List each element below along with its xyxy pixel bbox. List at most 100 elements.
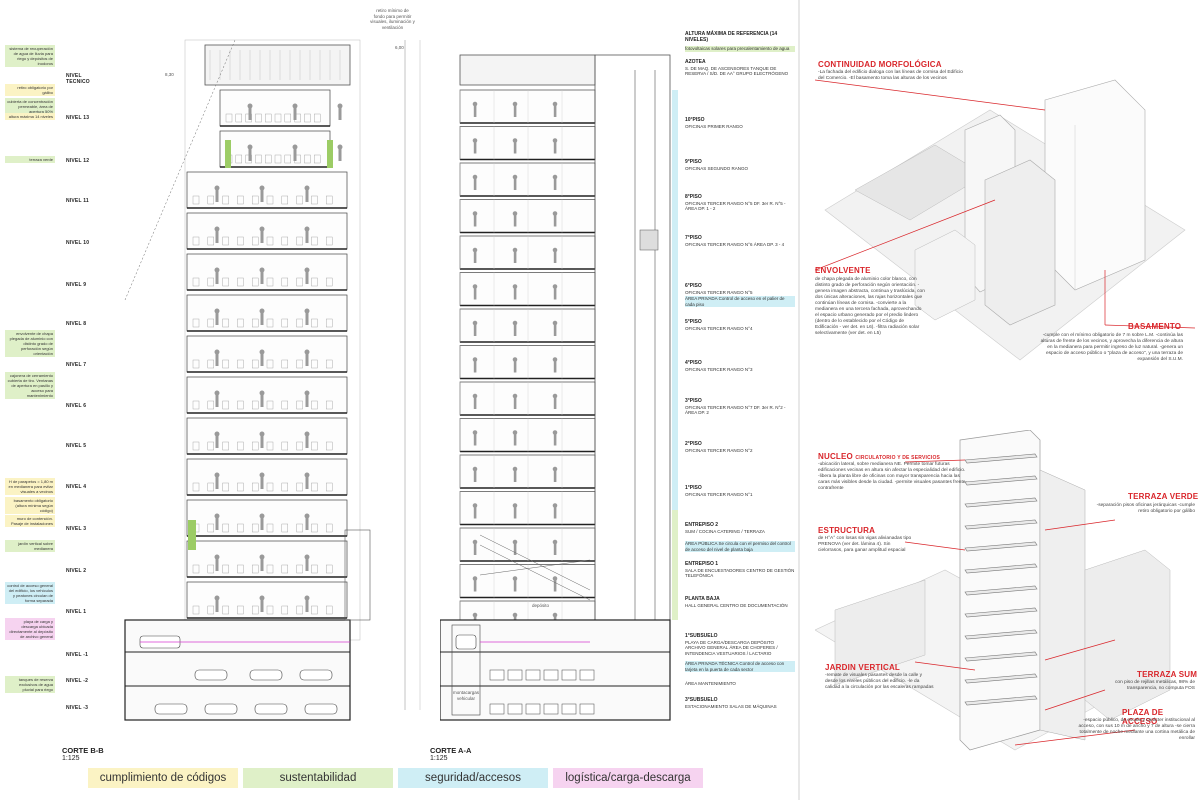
aa-public-band bbox=[672, 510, 678, 620]
bb-floor bbox=[186, 540, 348, 578]
legend-item: logística/carga-descarga bbox=[553, 768, 703, 788]
aa-level-head: ENTREPISO 1 bbox=[685, 561, 719, 567]
aa-elevator-cab bbox=[639, 229, 659, 251]
axo-floor-plate bbox=[964, 651, 1038, 662]
aa-floor bbox=[459, 454, 596, 489]
aa-floor bbox=[459, 235, 596, 270]
level-label: NIVEL 7 bbox=[66, 362, 87, 368]
bb-floor bbox=[219, 89, 343, 127]
level-label: NIVEL 4 bbox=[66, 484, 87, 490]
aa-level-sub: ÁREA PÚBLICA Se circula con el permiso d… bbox=[685, 541, 791, 552]
left-note: basamento obligatorio (altura mínima seg… bbox=[5, 497, 55, 514]
level-label: NIVEL 3 bbox=[66, 526, 87, 532]
bb-floor bbox=[186, 335, 348, 373]
section-aa-floors bbox=[459, 89, 596, 635]
axo-floor-plate bbox=[964, 453, 1038, 464]
section-bb-drawing bbox=[124, 39, 371, 721]
continuidad-text: -La fachada del edificio dialoga con las… bbox=[818, 70, 963, 81]
technical-level-block bbox=[204, 44, 351, 86]
aa-level-head: ENTREPISO 2 bbox=[685, 522, 719, 528]
aa-lift-label: montacargas vehicular bbox=[452, 690, 479, 701]
section-bb-dim-side: 8,30 bbox=[165, 72, 174, 77]
technical-hatch bbox=[209, 50, 341, 80]
aa-level-sub: OFICINAS TERCER RANGO N°6 ÁREA DP. 3 - 4 bbox=[685, 241, 785, 247]
aa-level-head: 1°SUBSUELO bbox=[685, 633, 718, 639]
bb-floor bbox=[186, 499, 348, 537]
aa-level-sub: HALL GENERAL CENTRO DE DOCUMENTACIÓN bbox=[685, 602, 788, 608]
left-note: playa de carga y descarga ubicada direct… bbox=[5, 618, 55, 640]
green-wall-top-left bbox=[225, 140, 231, 168]
bb-floor bbox=[186, 417, 348, 455]
aa-stair-ramp bbox=[479, 534, 591, 601]
envolvente-title: ENVOLVENTE bbox=[815, 266, 871, 275]
level-label: NIVEL TECNICO bbox=[66, 73, 90, 85]
legend-item: seguridad/accesos bbox=[398, 768, 548, 788]
estructura-title: ESTRUCTURA bbox=[818, 526, 876, 535]
envolvente-text: de chapa plegada de aluminio color blanc… bbox=[815, 277, 925, 336]
axo-floor-plate bbox=[964, 629, 1038, 640]
aa-level-head: 5°PISO bbox=[685, 319, 702, 325]
aa-floor bbox=[459, 89, 596, 124]
continuidad-title: CONTINUIDAD MORFOLÓGICA bbox=[818, 60, 942, 69]
aa-level-sub: ÁREA PRIVADA TÉCNICA Control de acceso c… bbox=[685, 661, 785, 672]
level-label: NIVEL 5 bbox=[66, 443, 87, 449]
aa-level-sub: OFICINAS TERCER RANGO N°1 bbox=[685, 491, 753, 497]
aa-floor bbox=[459, 418, 596, 453]
aa-level-label: ALTURA MÁXIMA DE REFERENCIA (14 NIVELES) bbox=[685, 31, 795, 43]
level-label: NIVEL -1 bbox=[66, 652, 89, 658]
nucleo-title: NUCLEO CIRCULATORIO Y DE SERVICIOS bbox=[818, 452, 941, 461]
bb-floor bbox=[186, 212, 348, 250]
green-wall-low bbox=[188, 520, 196, 550]
nucleo-text: -ubicación lateral, sobre medianera NE. … bbox=[818, 462, 968, 491]
aa-level-label: ÁREA PÚBLICA Se circula con el permiso d… bbox=[685, 541, 795, 552]
aa-level-sub: OFICINAS TERCER RANGO N°7 DF. 3er R. N°2… bbox=[685, 404, 786, 416]
aa-level-head: 3°SUBSUELO bbox=[685, 697, 718, 703]
bb-floor bbox=[186, 171, 348, 209]
jardin-title: JARDIN VERTICAL bbox=[825, 663, 901, 672]
aa-level-sub: S. DE MAQ. DE ASCENSORES TANQUE DE RESER… bbox=[685, 65, 789, 77]
axo-floor-plate bbox=[964, 475, 1038, 486]
basement-cars bbox=[139, 635, 338, 715]
aa-floor bbox=[459, 381, 596, 416]
level-label: NIVEL 9 bbox=[66, 282, 87, 288]
plaza-text: -espacio público, de escala y carácter i… bbox=[1078, 718, 1195, 741]
bb-floor bbox=[186, 581, 348, 619]
middle-dimension-line bbox=[404, 40, 421, 710]
left-note: envolvente de chapa plegada de aluminio … bbox=[5, 330, 55, 357]
nucleo-title-small: CIRCULATORIO Y DE SERVICIOS bbox=[855, 455, 941, 461]
aa-floor bbox=[459, 272, 596, 307]
level-label: NIVEL -3 bbox=[66, 705, 89, 711]
terraza-sum-title: TERRAZA SUM bbox=[1137, 670, 1198, 679]
axo-floor-plate bbox=[964, 607, 1038, 618]
section-aa-drawing bbox=[440, 54, 678, 721]
left-note: sistema de recuperación de agua de lluvi… bbox=[5, 45, 55, 67]
bb-floor bbox=[219, 130, 343, 168]
estructura-text: de H°A° con losas sin vigas alivianadas … bbox=[818, 536, 912, 553]
plaza-title: PLAZA DE ACCESO bbox=[1122, 708, 1164, 726]
aa-private-band bbox=[672, 90, 678, 510]
level-label: NIVEL 2 bbox=[66, 568, 87, 574]
aa-floor bbox=[459, 126, 596, 161]
left-note: H de parapetos = 1,80 m en medianera par… bbox=[5, 478, 55, 495]
axonometric-building bbox=[815, 430, 1171, 751]
aa-floor bbox=[459, 308, 596, 343]
aa-floor bbox=[459, 491, 596, 526]
aa-level-sub: ÁREA MANTENIMIENTO bbox=[685, 681, 736, 686]
aa-level-label: fotovoltaicas solares para precalentamie… bbox=[685, 46, 795, 52]
axonometric-urban bbox=[815, 79, 1195, 361]
level-label: NIVEL 8 bbox=[66, 321, 87, 327]
aa-level-sub: SALA DE ENCUESTADORES CENTRO DE GESTIÓN … bbox=[685, 567, 795, 579]
green-wall-top-right bbox=[327, 140, 333, 168]
